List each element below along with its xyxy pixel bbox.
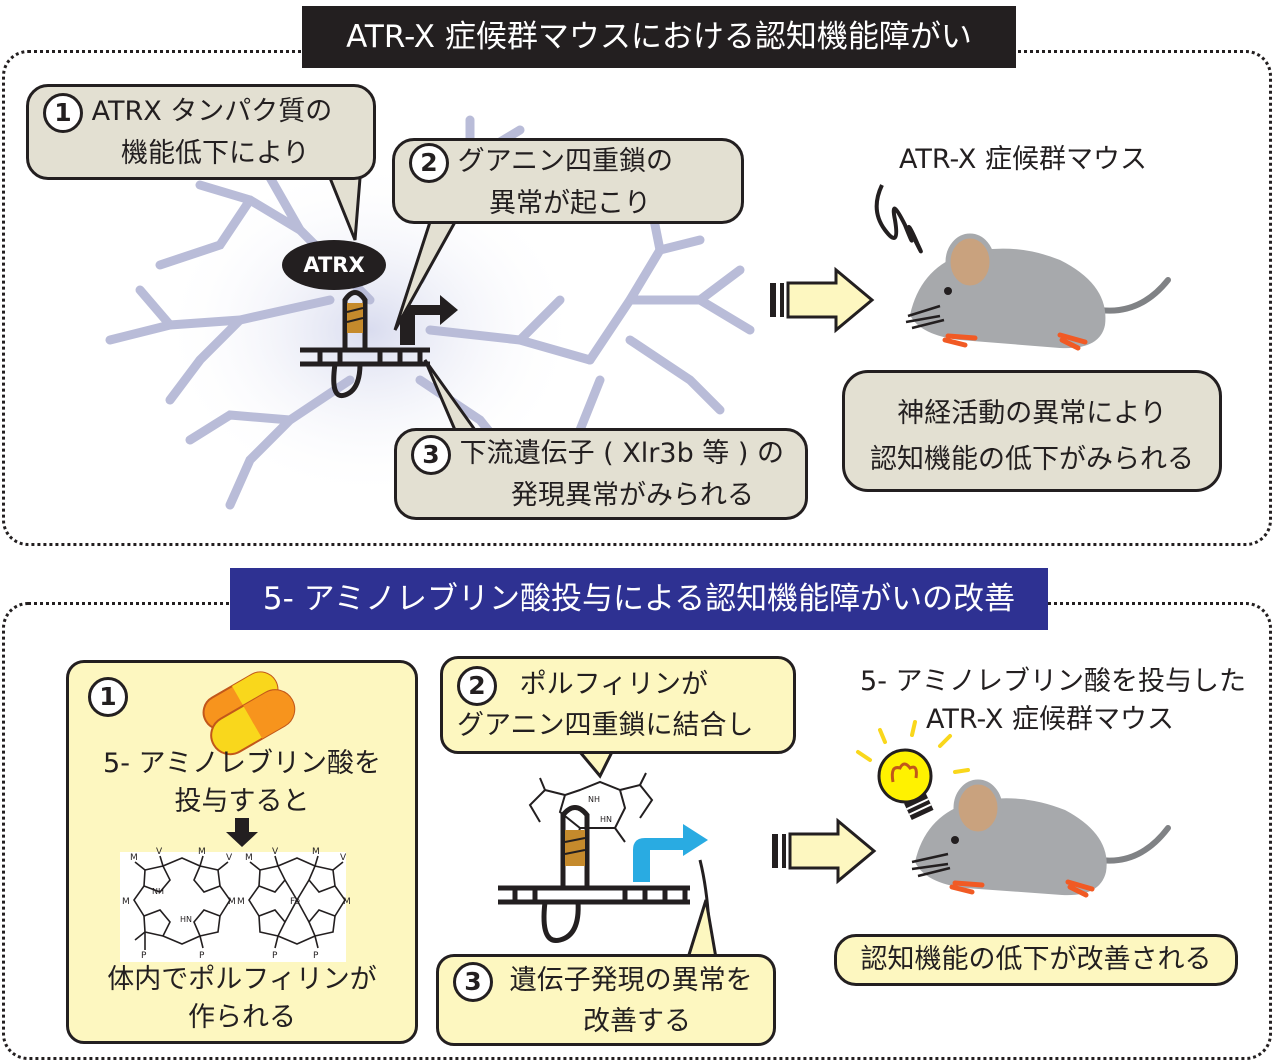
top-step1-line1: ATRX タンパク質の <box>91 96 333 127</box>
svg-text:HN: HN <box>180 915 192 924</box>
svg-text:V: V <box>340 853 347 863</box>
svg-text:P: P <box>141 951 147 961</box>
svg-text:P: P <box>199 951 205 961</box>
top-step2-line1: グアニン四重鎖の <box>457 146 674 177</box>
top-result-box: 神経活動の異常により 認知機能の低下がみられる <box>842 370 1222 492</box>
porphyrin-hn-label: HN <box>600 815 612 824</box>
bottom-banner: 5- アミノレブリン酸投与による認知機能障がいの改善 <box>230 568 1048 630</box>
bottom-result-box: 認知機能の低下が改善される <box>834 934 1238 986</box>
svg-text:M: M <box>122 897 130 907</box>
svg-text:M: M <box>343 897 351 907</box>
svg-text:M: M <box>312 847 320 857</box>
step-number-3: 3 <box>411 434 451 475</box>
step2-line1: ポルフィリンが <box>519 669 709 700</box>
svg-text:V: V <box>272 847 279 857</box>
top-step3-line1: 下流遺伝子 ( Xlr3b 等 ) の <box>459 438 784 469</box>
svg-text:M: M <box>245 853 253 863</box>
top-mouse-title: ATR-X 症候群マウス <box>898 144 1147 175</box>
svg-text:V: V <box>226 853 233 863</box>
svg-text:M: M <box>130 853 138 863</box>
top-step1-line2: 機能低下により <box>121 138 310 169</box>
step-number-2-bottom: 2 <box>457 665 497 706</box>
step3-line1: 遺伝子発現の異常を <box>509 965 753 996</box>
top-step2-line2: 異常が起こり <box>489 188 651 219</box>
light-bulb-icon <box>877 748 933 804</box>
svg-text:P: P <box>272 951 278 961</box>
svg-text:P: P <box>313 951 319 961</box>
svg-text:M: M <box>198 847 206 857</box>
atrx-protein-label: ATRX <box>282 240 386 290</box>
step-number-1-bottom: 1 <box>88 677 128 717</box>
svg-text:M: M <box>228 897 236 907</box>
top-step3-bubble: 3 下流遺伝子 ( Xlr3b 等 ) の 発現異常がみられる <box>394 428 808 520</box>
step-number-2: 2 <box>409 142 449 183</box>
svg-text:NH: NH <box>152 887 164 896</box>
bottom-step3-box: 3 遺伝子発現の異常を 改善する <box>436 954 776 1046</box>
svg-text:Fe: Fe <box>290 897 301 907</box>
top-banner-title: ATR-X 症候群マウスにおける認知機能障がい <box>346 19 972 55</box>
step2-line2: グアニン四重鎖に結合し <box>457 709 754 741</box>
bottom-mouse-title-line2: ATR-X 症候群マウス <box>925 704 1174 735</box>
bottom-mouse-title-line1: 5- アミノレブリン酸を投与した <box>860 666 1246 697</box>
step-number-3-bottom: 3 <box>453 961 493 1002</box>
step3-line2: 改善する <box>583 1005 691 1037</box>
top-step2-bubble: 2 グアニン四重鎖の 異常が起こり <box>392 138 744 224</box>
step1-line1: 5- アミノレブリン酸を <box>103 748 381 779</box>
bottom-banner-title: 5- アミノレブリン酸投与による認知機能障がいの改善 <box>262 581 1016 617</box>
top-result-line2: 認知機能の低下がみられる <box>870 444 1194 475</box>
top-step3-line2: 発現異常がみられる <box>511 480 754 511</box>
step1-line3: 体内でポルフィリンが <box>107 964 377 995</box>
svg-text:M: M <box>237 897 245 907</box>
step-number-1: 1 <box>43 92 83 133</box>
svg-text:V: V <box>156 847 163 857</box>
porphyrin-nh-label: NH <box>588 795 600 804</box>
top-banner: ATR-X 症候群マウスにおける認知機能障がい <box>302 6 1016 68</box>
step1-line2: 投与すると <box>174 786 310 817</box>
step1-line4: 作られる <box>188 1002 296 1033</box>
atrx-label-text: ATRX <box>303 253 365 277</box>
top-step1-bubble: 1 ATRX タンパク質の 機能低下により <box>26 84 376 180</box>
bottom-step2-box: 2 ポルフィリンが グアニン四重鎖に結合し <box>440 656 796 754</box>
bottom-result-text: 認知機能の低下が改善される <box>860 944 1212 975</box>
top-result-line1: 神経活動の異常により <box>897 398 1167 429</box>
